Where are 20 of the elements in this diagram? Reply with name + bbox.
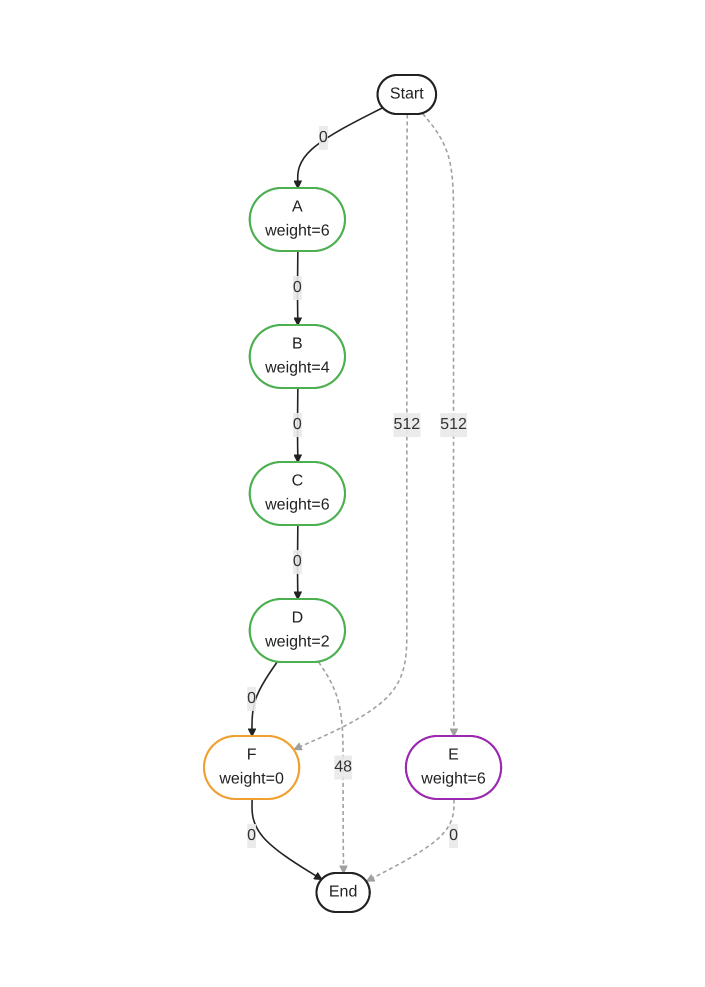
arrow <box>293 525 302 600</box>
edge-label: 0 <box>247 690 256 707</box>
edge-label: 0 <box>318 128 328 146</box>
edge-label: 48 <box>334 758 352 776</box>
edge-label: 0 <box>292 553 302 570</box>
arrow <box>293 114 408 750</box>
arrow <box>248 662 278 737</box>
edge-label: 512 <box>393 416 420 433</box>
edge-label: 0 <box>247 826 256 844</box>
edge-label: 0 <box>292 279 302 296</box>
arrow <box>293 388 302 463</box>
arrow <box>422 113 458 737</box>
edge-label: 512 <box>440 416 467 433</box>
edge-label: 0 <box>292 416 302 433</box>
edge-label: 0 <box>449 826 458 844</box>
arrow <box>318 662 348 874</box>
arrow <box>366 799 455 882</box>
arrow <box>293 106 384 189</box>
arrow <box>251 799 323 880</box>
arrow <box>293 252 302 326</box>
